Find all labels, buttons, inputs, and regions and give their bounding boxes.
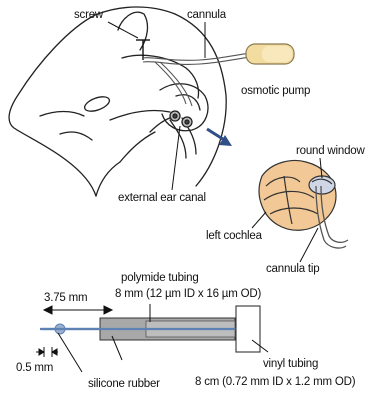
screw-shape	[136, 40, 150, 60]
length-dimension-arrow	[44, 306, 112, 314]
cannula-tip-label: cannula tip	[266, 263, 319, 276]
vinyl-tubing-block	[236, 306, 260, 352]
gap-dimension-label: 0.5 mm	[16, 362, 53, 375]
cannula-label: cannula	[187, 9, 226, 22]
gap-pointer	[58, 333, 82, 372]
silicone-rubber-label: silicone rubber	[88, 378, 160, 391]
screw-pointer	[108, 22, 138, 38]
round-window-label: round window	[296, 145, 365, 158]
vinyl-tubing-title: vinyl tubing	[263, 358, 318, 371]
length-dimension-label: 3.75 mm	[44, 292, 87, 305]
polymide-tubing-spec: 8 mm (12 µm ID x 16 µm OD)	[115, 288, 261, 301]
gap-dimension-marker	[36, 347, 58, 357]
ear-canal-pointer	[172, 126, 180, 190]
polymide-tubing-title: polymide tubing	[121, 272, 199, 285]
screw-label: screw	[74, 9, 103, 22]
left-cochlea-pointer	[252, 212, 266, 228]
cannula-tip-pointer	[300, 228, 318, 262]
left-cochlea-label: left cochlea	[206, 230, 262, 243]
osmotic-pump-label: osmotic pump	[241, 85, 310, 98]
osmotic-pump-shape	[246, 44, 294, 64]
rat-head-drawing	[9, 7, 226, 196]
external-ear-canal-label: external ear canal	[118, 192, 206, 205]
vinyl-tubing-spec: 8 cm (0.72 mm ID x 1.2 mm OD)	[195, 376, 355, 389]
